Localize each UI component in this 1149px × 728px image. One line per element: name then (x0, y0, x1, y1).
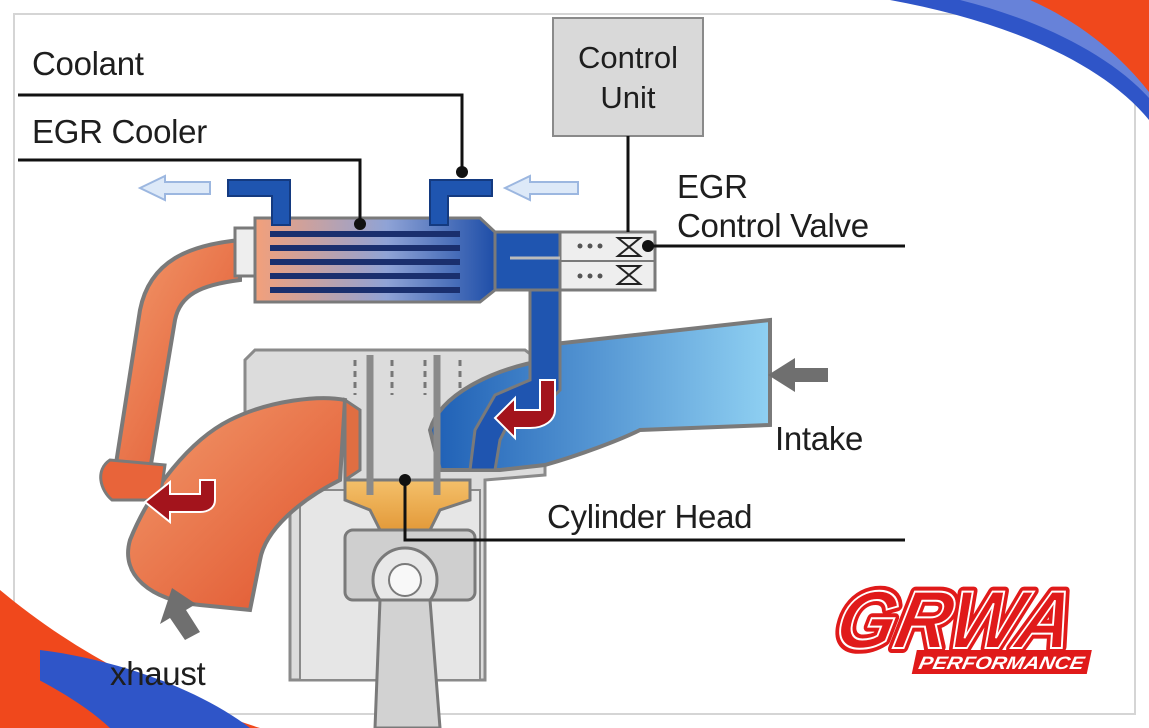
intake-label: Intake (775, 420, 864, 457)
leader-lines (18, 93, 905, 542)
exhaust-label: xhaust (110, 655, 206, 692)
coolant-flow-arrows (137, 174, 579, 202)
control-unit-line2: Unit (600, 80, 656, 115)
control-unit-line1: Control (578, 40, 678, 75)
exhaust-port (126, 396, 348, 613)
coolant-label: Coolant (32, 45, 144, 82)
grwa-logo: GRWA GRWA PERFORMANCE (823, 569, 1092, 674)
border-frame (13, 13, 1136, 715)
exhaust-arrow (160, 588, 200, 640)
egr-control-valve (510, 230, 657, 292)
control-unit-label: Control Unit (553, 38, 703, 118)
egr-valve-label-line2: Control Valve (677, 207, 869, 244)
piston (343, 355, 477, 728)
egr-valve-label-line1: EGR (677, 168, 748, 205)
cylinder-head-label: Cylinder Head (547, 498, 753, 535)
egr-cooler (227, 179, 562, 304)
intake-arrow (768, 358, 828, 392)
egr-flow-arrows (143, 379, 556, 525)
egr-feed-pipe (468, 253, 562, 472)
top-right-corner-decoration (890, 0, 1149, 120)
bottom-left-corner-decoration (0, 590, 260, 728)
control-unit-box (552, 17, 704, 137)
egr-cooler-label: EGR Cooler (32, 113, 207, 150)
svg-text:PERFORMANCE: PERFORMANCE (917, 653, 1087, 673)
